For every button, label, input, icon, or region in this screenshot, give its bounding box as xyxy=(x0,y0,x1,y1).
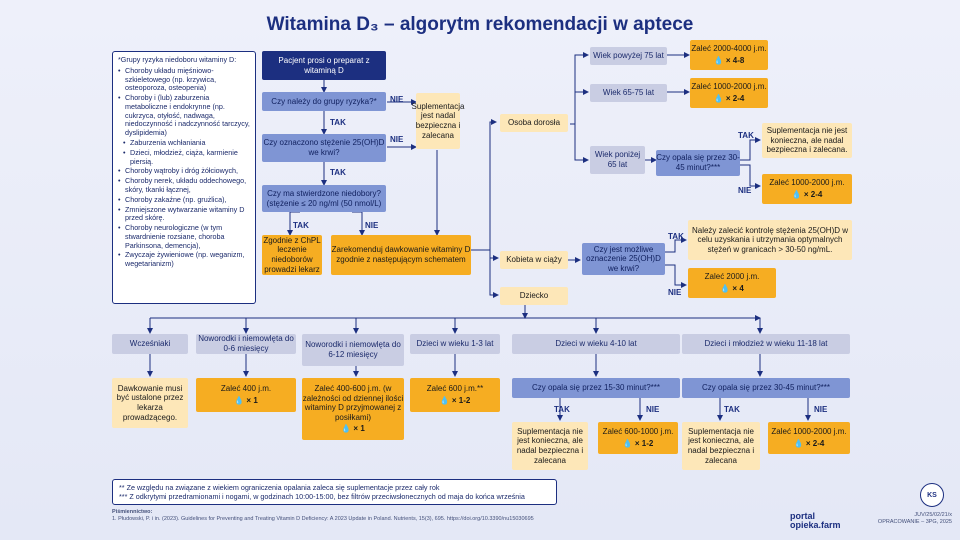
risk-group-item: Choroby wątroby i dróg żółciowych, xyxy=(118,167,250,176)
label-no: NIE xyxy=(646,405,660,414)
question-sun-adult: Czy opala się przez 30-45 minut?*** xyxy=(656,150,740,176)
dose-text: Zaleć 600 j.m.** xyxy=(426,384,484,394)
label-yes: TAK xyxy=(738,131,754,140)
child-group-4-10y: Dzieci w wieku 4-10 lat xyxy=(512,334,680,354)
dose-over-75-node: Zaleć 2000-4000 j.m. 💧 × 4-8 xyxy=(690,40,768,70)
dose-text: Zaleć 1000-2000 j.m. xyxy=(691,82,767,92)
source-text: 1. Płudowski, P. i in. (2023). Guideline… xyxy=(112,516,534,523)
start-node: Pacjent prosi o preparat z witaminą D xyxy=(262,51,386,80)
source-heading: Piśmiennictwo: xyxy=(112,509,153,515)
label-no: NIE xyxy=(365,221,379,230)
code-line-2: OPRACOWANIE – 3PG, 2025 xyxy=(877,519,952,526)
child-node: Dziecko xyxy=(500,287,568,305)
label-no: NIE xyxy=(668,288,682,297)
child-4-10-supp-node: Suplementacja nie jest konieczna, ale na… xyxy=(512,422,588,470)
capsule-count: 💧 × 4 xyxy=(720,284,744,293)
code-line-1: JUV/25/02/21/x xyxy=(914,512,952,518)
dose-text: Zaleć 400-600 j.m. (w zależności od dzie… xyxy=(302,384,404,422)
capsule-count: 💧 × 2-4 xyxy=(791,190,823,199)
label-no: NIE xyxy=(390,135,404,144)
risk-group-item: Zaburzenia wchłaniania xyxy=(118,138,250,148)
brand-logo: portal opieka.farm xyxy=(790,512,841,530)
risk-group-item: Dzieci, młodzież, ciąża, karmienie piers… xyxy=(118,148,250,167)
label-yes: TAK xyxy=(724,405,740,414)
risk-group-item: Choroby układu mięśniowo-szkieletowego (… xyxy=(118,66,250,93)
question-level-measured: Czy oznaczono stężenie 25(OH)D we krwi? xyxy=(262,134,386,162)
pregnancy-control-node: Należy zalecić kontrolę stężenia 25(OH)D… xyxy=(688,220,852,260)
source-reference: Piśmiennictwo: 1. Płudowski, P. i in. (2… xyxy=(112,509,534,523)
child-group-preterm: Wcześniaki xyxy=(112,334,188,354)
badge-logo: KS xyxy=(920,483,944,507)
risk-group-item: Choroby nerek, układu oddechowego, skóry… xyxy=(118,176,250,195)
label-yes: TAK xyxy=(293,221,309,230)
brand-line-2: opieka.farm xyxy=(790,520,841,530)
adult-supp-not-needed-node: Suplementacja nie jest konieczna, ale na… xyxy=(762,123,852,158)
dose-text: Zaleć 1000-2000 j.m. xyxy=(771,427,847,437)
pregnant-node: Kobieta w ciąży xyxy=(500,251,568,269)
question-pregnancy-test: Czy jest możliwe oznaczenie 25(OH)D we k… xyxy=(582,243,665,275)
page-title: Witamina D₃ – algorytm rekomendacji w ap… xyxy=(266,14,694,35)
adult-node: Osoba dorosła xyxy=(500,114,568,132)
question-sun-11-18y: Czy opala się przez 30-45 minut?*** xyxy=(682,378,850,398)
capsule-count: 💧 × 1-2 xyxy=(439,396,471,405)
pregnancy-dose-node: Zaleć 2000 j.m. 💧 × 4 xyxy=(688,268,776,298)
question-sun-4-10y: Czy opala się przez 15-30 minut?*** xyxy=(512,378,680,398)
age-over-75-node: Wiek powyżej 75 lat xyxy=(590,47,667,65)
child-group-1-3y: Dzieci w wieku 1-3 lat xyxy=(410,334,500,354)
risk-groups-panel: *Grupy ryzyka niedoboru witaminy D: Chor… xyxy=(112,51,256,304)
child-group-0-6m: Noworodki i niemowlęta do 0-6 miesięcy xyxy=(196,334,296,354)
risk-group-item: Choroby i (lub) zaburzenia metaboliczne … xyxy=(118,93,250,138)
child-result-preterm: Dawkowanie musi być ustalone przez lekar… xyxy=(112,378,188,428)
child-group-6-12m: Noworodki i niemowlęta do 6-12 miesięcy xyxy=(302,334,404,366)
child-result-1-3y: Zaleć 600 j.m.** 💧 × 1-2 xyxy=(410,378,500,412)
document-code: JUV/25/02/21/x OPRACOWANIE – 3PG, 2025 xyxy=(862,512,952,526)
risk-group-item: Zmniejszone wytwarzanie witaminy D przed… xyxy=(118,205,250,224)
child-4-10-dose-node: Zaleć 600-1000 j.m. 💧 × 1-2 xyxy=(598,422,678,454)
dose-text: Zaleć 600-1000 j.m. xyxy=(602,427,674,437)
child-result-0-6m: Zaleć 400 j.m. 💧 × 1 xyxy=(196,378,296,412)
dose-text: Zaleć 2000-4000 j.m. xyxy=(691,44,767,54)
capsule-count: 💧 × 1 xyxy=(341,424,365,434)
question-deficiency: Czy ma stwierdzone niedobory? (stężenie … xyxy=(262,185,386,212)
label-yes: TAK xyxy=(668,232,684,241)
dose-text: Zaleć 1000-2000 j.m. xyxy=(769,178,845,188)
dose-text: Zaleć 400 j.m. xyxy=(220,384,272,394)
capsule-count: 💧 × 1-2 xyxy=(622,439,654,448)
risk-group-item: Zwyczaje żywieniowe (np. weganizm, weget… xyxy=(118,251,250,269)
label-no: NIE xyxy=(814,405,828,414)
label-yes: TAK xyxy=(554,405,570,414)
capsule-count: 💧 × 1 xyxy=(234,396,258,405)
brand-line-1: portal xyxy=(790,511,816,521)
label-yes: TAK xyxy=(330,168,346,177)
risk-groups-list: Choroby układu mięśniowo-szkieletowego (… xyxy=(118,66,250,269)
footnote-1: ** Ze względu na związane z wiekiem ogra… xyxy=(119,483,440,492)
child-result-6-12m: Zaleć 400-600 j.m. (w zależności od dzie… xyxy=(302,378,404,440)
child-group-11-18y: Dzieci i młodzież w wieku 11-18 lat xyxy=(682,334,850,354)
schedule-node: Zarekomenduj dawkowanie witaminy D zgodn… xyxy=(331,235,471,275)
label-no: NIE xyxy=(738,186,752,195)
supplementation-advised-node: Suplementacja jest nadal bezpieczna i za… xyxy=(412,93,464,149)
label-no: NIE xyxy=(390,95,404,104)
capsule-count: 💧 × 2-4 xyxy=(713,94,745,103)
capsule-count: 💧 × 4-8 xyxy=(713,56,745,65)
dose-65-75-node: Zaleć 1000-2000 j.m. 💧 × 2-4 xyxy=(690,78,768,108)
risk-groups-heading: *Grupy ryzyka niedoboru witaminy D: xyxy=(118,55,237,64)
risk-group-item: Choroby neurologiczne (w tym stwardnieni… xyxy=(118,223,250,250)
question-risk-group: Czy należy do grupy ryzyka?* xyxy=(262,92,386,111)
age-65-75-node: Wiek 65-75 lat xyxy=(590,84,667,102)
dose-text: Zaleć 2000 j.m. xyxy=(704,272,760,282)
risk-group-item: Choroby zakaźne (np. grużlica), xyxy=(118,195,250,205)
child-11-18-supp-node: Suplementacja nie jest konieczna, ale na… xyxy=(682,422,760,470)
capsule-count: 💧 × 2-4 xyxy=(793,439,825,448)
label-yes: TAK xyxy=(330,118,346,127)
adult-dose-node: Zaleć 1000-2000 j.m. 💧 × 2-4 xyxy=(762,174,852,204)
footnote-2: *** Z odkrytymi przedramionami i nogami,… xyxy=(119,492,525,501)
age-under-65-node: Wiek poniżej 65 lat xyxy=(590,146,645,174)
chpl-node: Zgodnie z ChPL leczenie niedoborów prowa… xyxy=(262,235,322,275)
child-11-18-dose-node: Zaleć 1000-2000 j.m. 💧 × 2-4 xyxy=(768,422,850,454)
footnotes-box: ** Ze względu na związane z wiekiem ogra… xyxy=(112,479,557,505)
